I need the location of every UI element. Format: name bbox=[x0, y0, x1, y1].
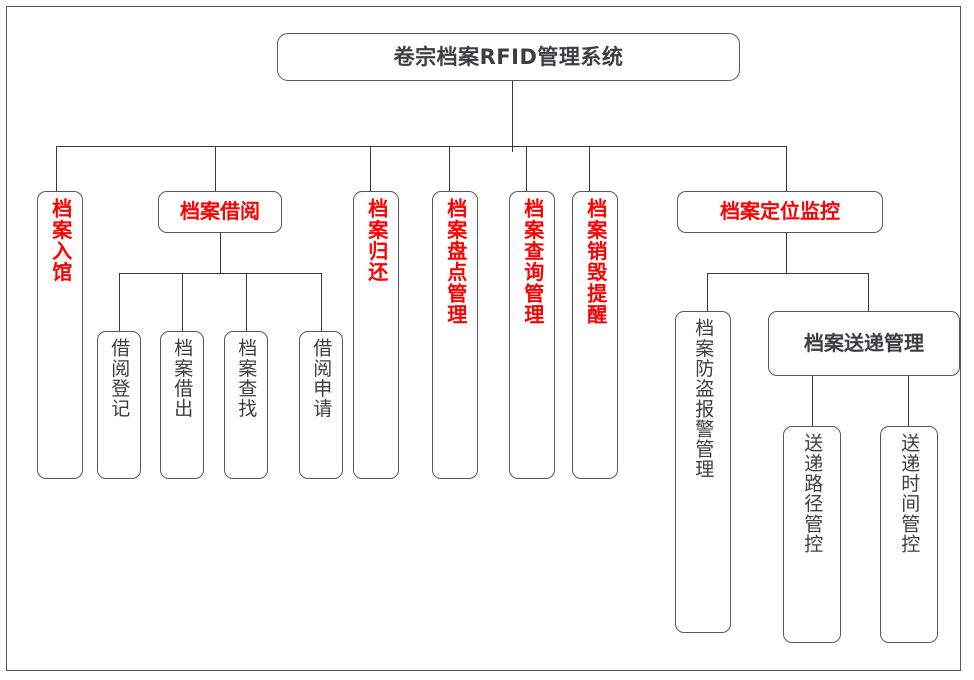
diagram-frame: 卷宗档案RFID管理系统 档案入馆 档案借阅 档案归还 档案盘点管理 档案查询管… bbox=[6, 6, 961, 671]
node-root-label: 卷宗档案RFID管理系统 bbox=[393, 44, 624, 69]
node-dangan-chazhao-label: 档案查找 bbox=[235, 338, 258, 419]
connector-drop-danganjiechu bbox=[182, 273, 184, 331]
connector-drop-danganruguan bbox=[56, 146, 58, 191]
connector-drop-danganxiaohui bbox=[589, 146, 591, 191]
connector-drop-fangdaobaojing bbox=[707, 273, 709, 311]
node-dangan-chaxun-guanli[interactable]: 档案查询管理 bbox=[509, 191, 555, 479]
node-songdi-lujing-guankong[interactable]: 送递路径管控 bbox=[783, 426, 841, 643]
node-dangan-guihuan-label: 档案归还 bbox=[364, 198, 389, 283]
connector-drop-dangandingwei bbox=[786, 146, 788, 191]
node-songdi-shijian-guankong-label: 送递时间管控 bbox=[898, 433, 921, 554]
connector-dingwei-bus bbox=[707, 273, 869, 275]
node-dangan-chazhao[interactable]: 档案查找 bbox=[224, 331, 268, 479]
node-dangan-chaxun-guanli-label: 档案查询管理 bbox=[520, 198, 545, 326]
node-songdi-lujing-guankong-label: 送递路径管控 bbox=[801, 433, 824, 554]
node-dangan-fangdao-baojing-guanli-label: 档案防盗报警管理 bbox=[692, 318, 715, 480]
node-dangan-jiechu[interactable]: 档案借出 bbox=[160, 331, 204, 479]
node-dangan-ruguan-label: 档案入馆 bbox=[48, 198, 73, 283]
node-dangan-dingwei-jiankong-label: 档案定位监控 bbox=[720, 199, 840, 224]
connector-dingwei-stem bbox=[786, 232, 788, 274]
connector-drop-danganjieyue bbox=[215, 146, 217, 191]
node-dangan-fangdao-baojing-guanli[interactable]: 档案防盗报警管理 bbox=[675, 311, 731, 633]
node-dangan-songdi-guanli[interactable]: 档案送递管理 bbox=[768, 311, 960, 376]
connector-drop-songdiguanli bbox=[868, 273, 870, 311]
connector-jieyue-stem bbox=[220, 232, 222, 274]
node-songdi-shijian-guankong[interactable]: 送递时间管控 bbox=[880, 426, 938, 643]
node-dangan-xiaohui-tixing-label: 档案销毁提醒 bbox=[583, 198, 608, 326]
connector-songdi-stem-right bbox=[908, 376, 910, 426]
node-dangan-pandian-guanli-label: 档案盘点管理 bbox=[443, 198, 468, 326]
node-dangan-ruguan[interactable]: 档案入馆 bbox=[37, 191, 83, 479]
node-jieyue-shenqing-label: 借阅申请 bbox=[310, 338, 333, 419]
node-root-title[interactable]: 卷宗档案RFID管理系统 bbox=[277, 33, 740, 81]
connector-drop-danganchazhao bbox=[246, 273, 248, 331]
connector-songdi-stem-left bbox=[812, 376, 814, 426]
connector-drop-danganguihuan bbox=[370, 146, 372, 191]
node-dangan-jieyue-label: 档案借阅 bbox=[180, 199, 260, 224]
node-dangan-dingwei-jiankong[interactable]: 档案定位监控 bbox=[677, 191, 883, 233]
connector-drop-jieyueshenqing bbox=[321, 273, 323, 331]
connector-drop-jieyuedengji bbox=[119, 273, 121, 331]
connector-jieyue-bus bbox=[119, 273, 321, 275]
node-dangan-pandian-guanli[interactable]: 档案盘点管理 bbox=[432, 191, 478, 479]
node-dangan-jieyue[interactable]: 档案借阅 bbox=[158, 191, 282, 233]
node-dangan-guihuan[interactable]: 档案归还 bbox=[353, 191, 399, 479]
connector-drop-dangandianpan bbox=[449, 146, 451, 191]
connector-root-stem bbox=[512, 81, 514, 152]
node-jieyue-shenqing[interactable]: 借阅申请 bbox=[299, 331, 343, 479]
node-dangan-xiaohui-tixing[interactable]: 档案销毁提醒 bbox=[572, 191, 618, 479]
connector-drop-danganchaxun bbox=[526, 146, 528, 191]
connector-main-bus bbox=[56, 146, 786, 148]
node-dangan-jiechu-label: 档案借出 bbox=[171, 338, 194, 419]
node-jieyue-dengji[interactable]: 借阅登记 bbox=[97, 331, 141, 479]
node-jieyue-dengji-label: 借阅登记 bbox=[108, 338, 131, 419]
node-dangan-songdi-guanli-label: 档案送递管理 bbox=[804, 330, 924, 355]
